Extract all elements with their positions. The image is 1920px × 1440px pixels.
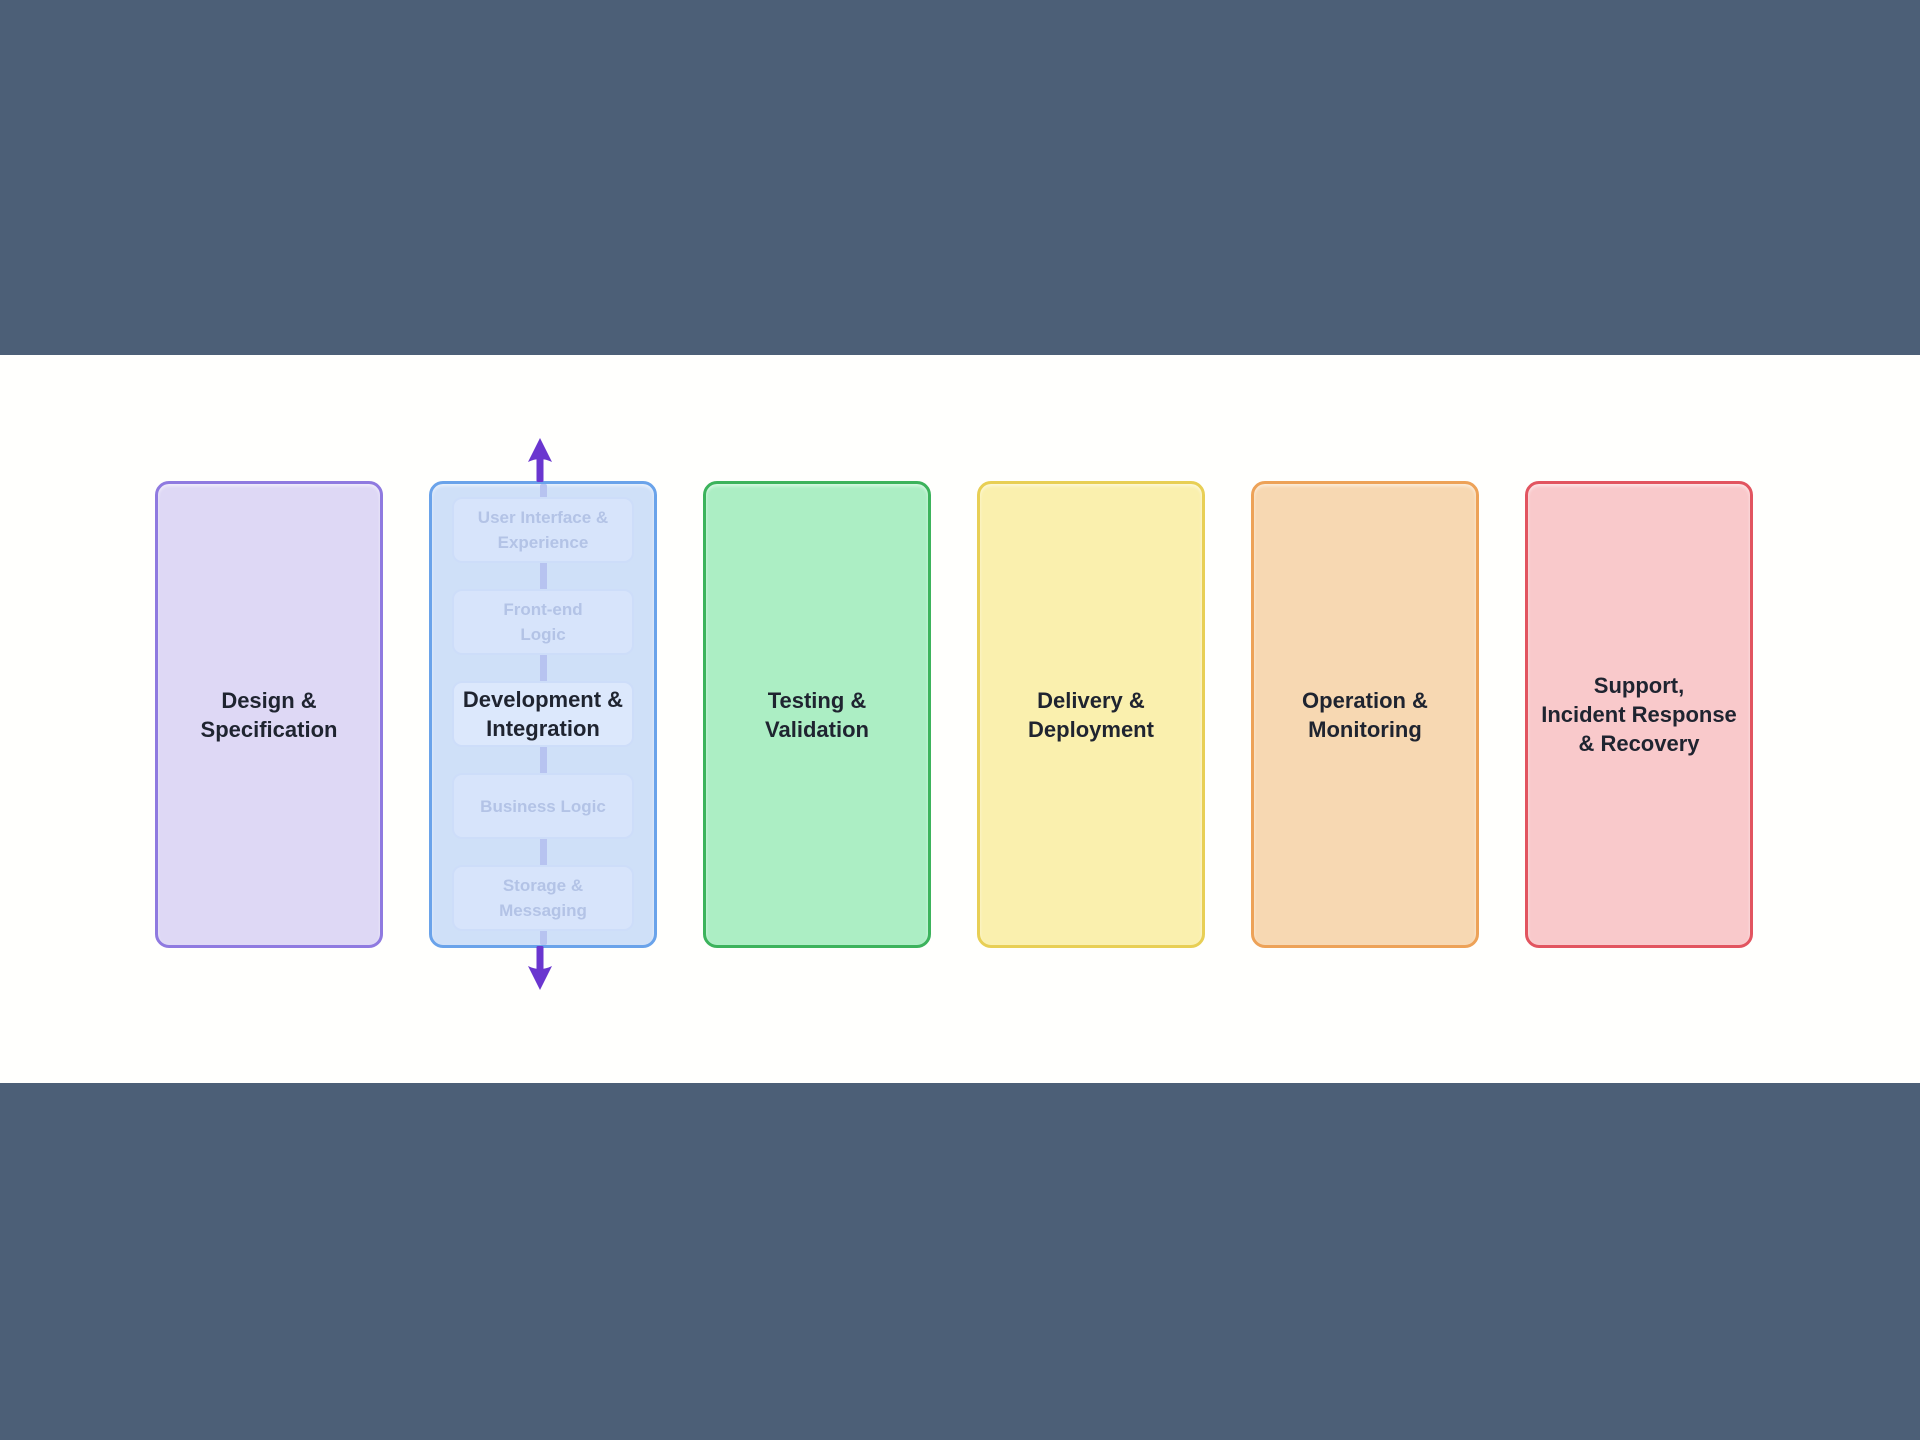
phase-design-specification: Design & Specification	[155, 481, 383, 948]
sublayer-label: User Interface & Experience	[477, 508, 609, 552]
sublayer-business-logic: Business Logic	[452, 773, 634, 839]
phase-support-incident-recovery: Support, Incident Response & Recovery	[1525, 481, 1753, 948]
sublayer-label: Storage & Messaging	[499, 876, 587, 920]
phase-label: Development & Integration	[462, 687, 624, 741]
sublayer-label: Business Logic	[480, 796, 606, 816]
phase-operation-monitoring: Operation & Monitoring	[1251, 481, 1479, 948]
phase-label: Design & Specification	[200, 687, 338, 742]
flow-arrow-down-icon	[528, 946, 552, 990]
flow-arrow-up-icon	[528, 438, 552, 482]
sublayer-front-end-logic: Front-end Logic	[452, 589, 634, 655]
phase-label: Operation & Monitoring	[1302, 687, 1428, 742]
sublayer-user-interface-experience: User Interface & Experience	[452, 497, 634, 563]
phase-testing-validation: Testing & Validation	[703, 481, 931, 948]
top-letterbox-band	[0, 0, 1920, 355]
phase-label: Support, Incident Response & Recovery	[1541, 673, 1737, 756]
phase-label: Testing & Validation	[765, 687, 869, 742]
phase-delivery-deployment: Delivery & Deployment	[977, 481, 1205, 948]
development-sublayers: User Interface & Experience Front-end Lo…	[432, 484, 654, 945]
phases-row: Design & Specification User Interface & …	[155, 481, 1753, 948]
bottom-letterbox-band	[0, 1083, 1920, 1440]
phase-label: Delivery & Deployment	[1028, 687, 1154, 742]
phase-development-integration: User Interface & Experience Front-end Lo…	[429, 481, 657, 948]
sublayer-storage-messaging: Storage & Messaging	[452, 865, 634, 931]
sublayer-phase-label-box: Development & Integration	[452, 681, 634, 747]
sublayer-label: Front-end Logic	[503, 600, 583, 644]
